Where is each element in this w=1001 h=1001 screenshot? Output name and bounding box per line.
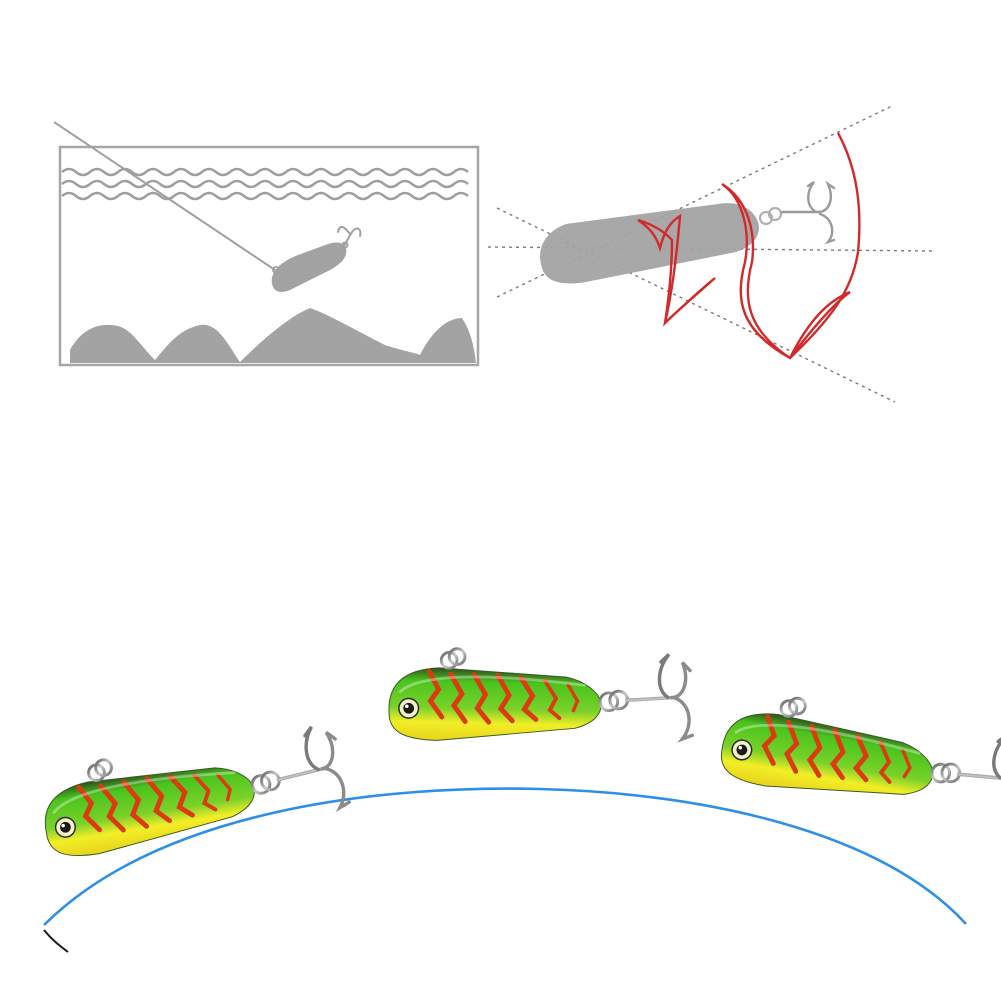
underwater-lure-scene [53,121,480,367]
wave-icon [61,167,469,177]
vibration-arc-1 [637,213,716,327]
lure-product-left [36,723,351,862]
wave-icon [61,179,469,189]
lure-icon [388,647,694,747]
lure-icon [717,687,1001,830]
lure-product-right [717,687,1001,830]
vibration-arcs [637,132,861,360]
fishing-line-tail [43,929,69,953]
fishing-line [53,121,279,273]
lure-product-middle [388,647,694,747]
lure-icon [271,242,347,292]
split-ring-icon [758,206,783,226]
treble-hook-icon [780,180,836,245]
vibration-arc-2 [721,182,851,360]
water-surface-waves [61,167,469,201]
lure-icon [36,723,351,862]
wave-icon [61,191,469,201]
fishing-line-arc [43,787,967,926]
vibration-arc-3 [789,132,861,359]
lure-product-row [36,647,1001,953]
guide-lines [487,105,936,403]
lure-vibration-diagram [487,105,936,403]
treble-hook-icon [337,226,362,249]
seabed-silhouette [70,308,476,363]
lure-silhouette-large [540,203,760,284]
